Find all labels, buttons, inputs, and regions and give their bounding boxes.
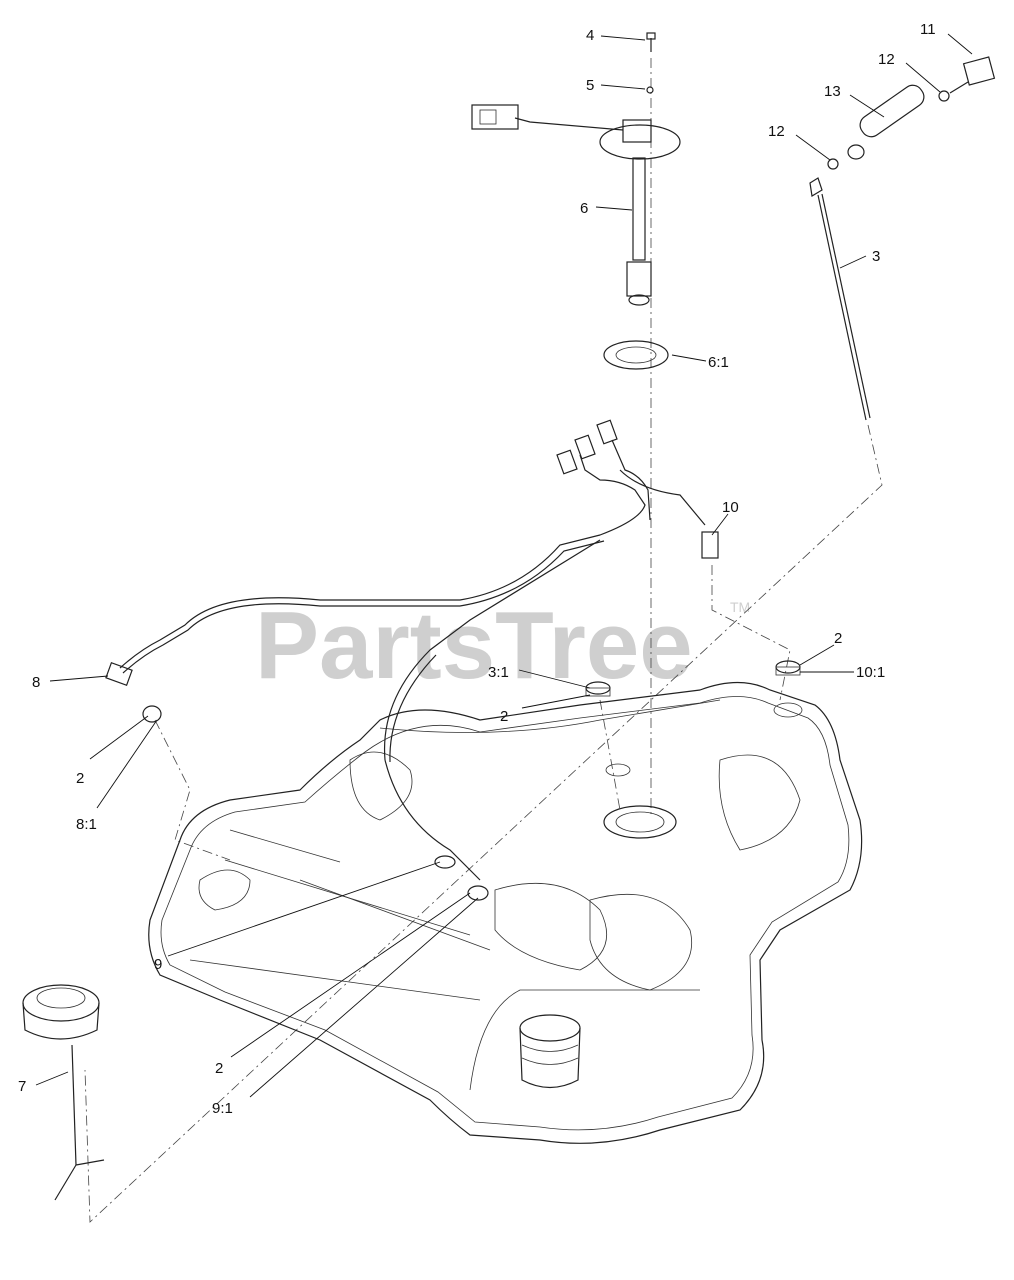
fuel-line-harness — [105, 419, 719, 881]
callout-8: 8 — [32, 674, 40, 691]
callout-10-1: 10:1 — [856, 664, 885, 681]
sender-gasket — [603, 340, 669, 370]
callout-2-grommet-8: 2 — [76, 770, 84, 787]
fuel-tank — [148, 681, 863, 1144]
callout-8-1: 8:1 — [76, 816, 97, 833]
callout-10: 10 — [722, 499, 739, 516]
callout-5: 5 — [586, 77, 594, 94]
callout-6: 6 — [580, 200, 588, 217]
callout-labels: 4 5 6 6:1 11 12 13 12 3 10 2 10:1 3:1 2 … — [18, 21, 936, 1117]
watermark-trademark: TM — [730, 599, 750, 615]
callout-13: 13 — [824, 83, 841, 100]
callout-2-grommet-3: 2 — [500, 708, 508, 725]
leader-lines — [35, 33, 973, 1098]
callout-12-upper: 12 — [878, 51, 895, 68]
callout-11: 11 — [920, 21, 936, 38]
center-lines — [84, 58, 883, 1223]
fuel-sender-assembly — [471, 32, 681, 306]
callout-12-lower: 12 — [768, 123, 785, 140]
watermark-text: PartsTree — [255, 592, 693, 699]
callout-6-1: 6:1 — [708, 354, 729, 371]
vent-tube-assembly — [809, 56, 996, 421]
callout-9-1: 9:1 — [212, 1100, 233, 1117]
callout-4: 4 — [586, 27, 594, 44]
callout-3-1: 3:1 — [488, 664, 509, 681]
grommets — [142, 660, 801, 901]
callout-7: 7 — [18, 1078, 26, 1095]
fuel-cap — [22, 984, 105, 1201]
callout-3: 3 — [872, 248, 880, 265]
callout-9: 9 — [154, 956, 162, 973]
callout-2-grommet-10: 2 — [834, 630, 842, 647]
callout-2-grommet-9: 2 — [215, 1060, 223, 1077]
